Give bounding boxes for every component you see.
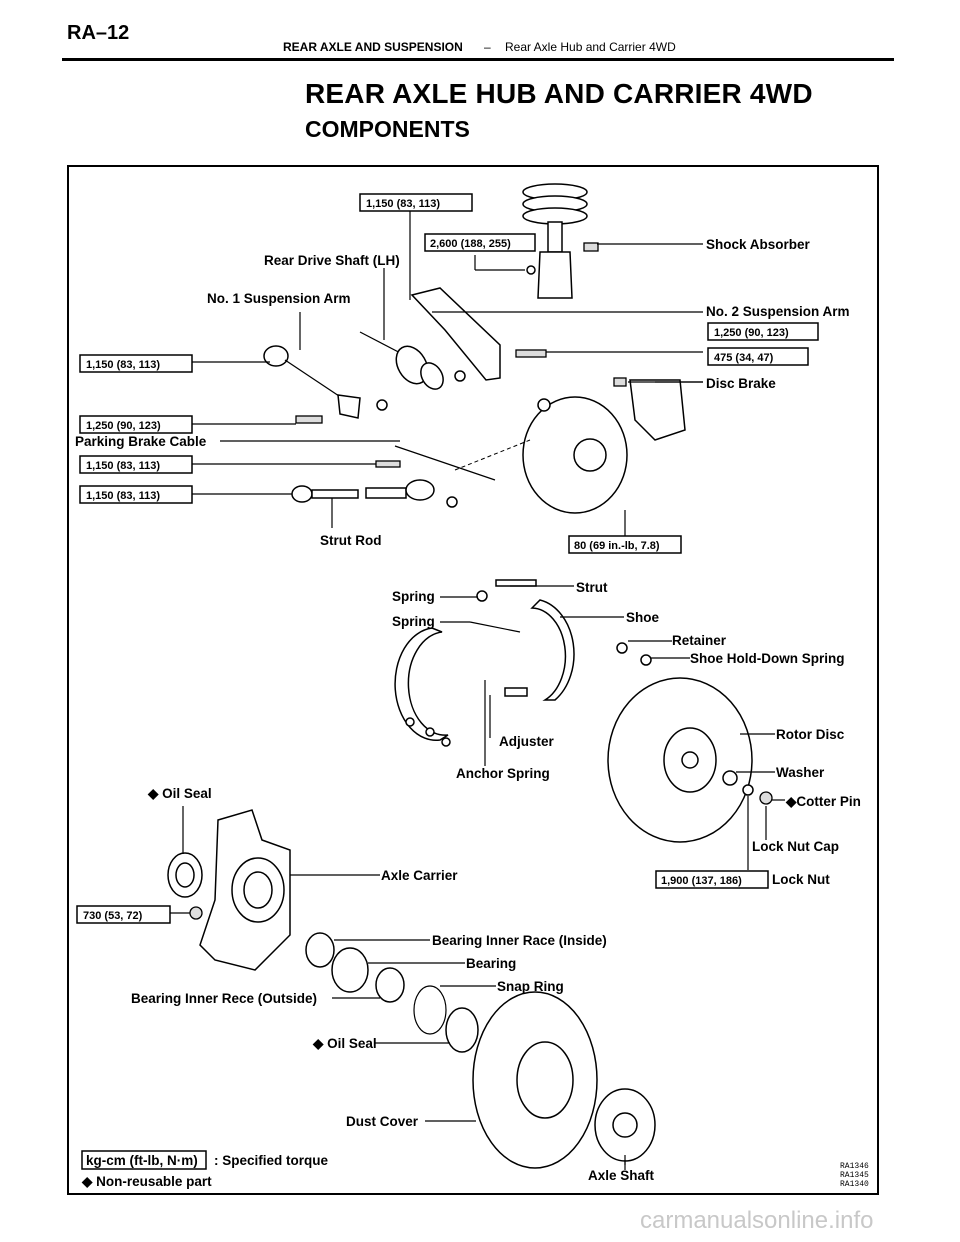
label-strut-rod: Strut Rod [320,533,382,548]
torque-no1-arm-outer: 1,250 (90, 123) [86,420,161,432]
torque-axle-carrier: 730 (53, 72) [83,910,143,922]
torque-no1-arm-inner: 1,150 (83, 113) [86,359,160,371]
legend-torque-unit: kg-cm (ft-lb, N·m) [86,1153,198,1168]
label-bearing-inner-race-outside: Bearing Inner Rece (Outside) [131,991,317,1006]
header-separator: – [484,40,491,54]
label-spring-a: Spring [392,589,435,604]
torque-strut-rod-b: 1,150 (83, 113) [86,490,160,502]
header-subsection: Rear Axle Hub and Carrier 4WD [505,40,676,54]
label-oil-seal-top: ◆ Oil Seal [147,786,212,801]
label-bearing: Bearing [466,956,516,971]
shock-absorber-drawing [522,183,599,299]
legend-nonreusable: ◆ Non-reusable part [81,1174,212,1189]
label-parking-brake-cable: Parking Brake Cable [75,434,207,449]
label-shock-absorber: Shock Absorber [706,237,811,252]
label-snap-ring: Snap Ring [497,979,564,994]
label-lock-nut-cap: Lock Nut Cap [752,839,839,854]
label-no1-suspension-arm: No. 1 Suspension Arm [207,291,351,306]
leader-lines [170,208,785,1170]
torque-no2-arm: 1,250 (90, 123) [714,327,789,339]
label-shoe: Shoe [626,610,659,625]
label-rear-drive-shaft: Rear Drive Shaft (LH) [264,253,400,268]
label-anchor-spring: Anchor Spring [456,766,550,781]
bearing-drawing [305,932,479,1053]
rear-drive-shaft-drawing [359,331,444,390]
figure-code-2: RA1345 [840,1171,869,1180]
page-subtitle: COMPONENTS [305,116,470,142]
label-adjuster: Adjuster [499,734,555,749]
torque-shock-lower: 2,600 (188, 255) [430,238,511,250]
header-rule [62,58,894,61]
part-labels: Shock Absorber Rear Drive Shaft (LH) No.… [75,237,861,1183]
knuckle-backing-drawing [394,396,628,514]
strut-rod-drawing [291,460,458,508]
page-number: RA–12 [67,22,130,44]
axle-carrier-drawing [167,809,291,971]
no2-suspension-arm-drawing [410,287,547,382]
torque-backing-plate: 80 (69 in.-lb, 7.8) [574,540,660,552]
label-oil-seal-bottom: ◆ Oil Seal [312,1036,377,1051]
label-bearing-inner-race-inside: Bearing Inner Race (Inside) [432,933,607,948]
label-rotor-disc: Rotor Disc [776,727,845,742]
legend: kg-cm (ft-lb, N·m) : Specified torque ◆ … [81,1150,869,1189]
label-washer: Washer [776,765,825,780]
no1-suspension-arm-drawing [263,345,388,424]
label-spring-b: Spring [392,614,435,629]
page-title: REAR AXLE HUB AND CARRIER 4WD [305,78,813,109]
watermark-text: carmanualsonline.info [640,1207,874,1234]
figure-code-3: RA1340 [840,1180,869,1189]
label-strut: Strut [576,580,608,595]
torque-boxes: 1,150 (83, 113) 2,600 (188, 255) 1,250 (… [76,193,819,924]
disc-brake-drawing [613,377,686,441]
label-cotter-pin: ◆Cotter Pin [785,794,861,809]
torque-lock-nut: 1,900 (137, 186) [661,875,742,887]
torque-disc-brake: 475 (34, 47) [714,352,774,364]
dust-cover-drawing [472,991,656,1169]
label-no2-suspension-arm: No. 2 Suspension Arm [706,304,850,319]
label-axle-carrier: Axle Carrier [381,868,458,883]
legend-torque-text: : Specified torque [214,1153,329,1168]
label-axle-shaft: Axle Shaft [588,1168,655,1183]
header-section: REAR AXLE AND SUSPENSION [283,40,463,54]
rotor-disc-drawing [607,677,773,843]
torque-strut-rod-a: 1,150 (83, 113) [86,460,160,472]
label-shoe-hold-down-spring: Shoe Hold-Down Spring [690,651,845,666]
diagram-frame [67,165,879,1195]
label-lock-nut: Lock Nut [772,872,830,887]
figure-code-1: RA1346 [840,1162,869,1171]
torque-shock-top: 1,150 (83, 113) [366,198,440,210]
label-retainer: Retainer [672,633,727,648]
label-dust-cover: Dust Cover [346,1114,419,1129]
label-disc-brake: Disc Brake [706,376,776,391]
